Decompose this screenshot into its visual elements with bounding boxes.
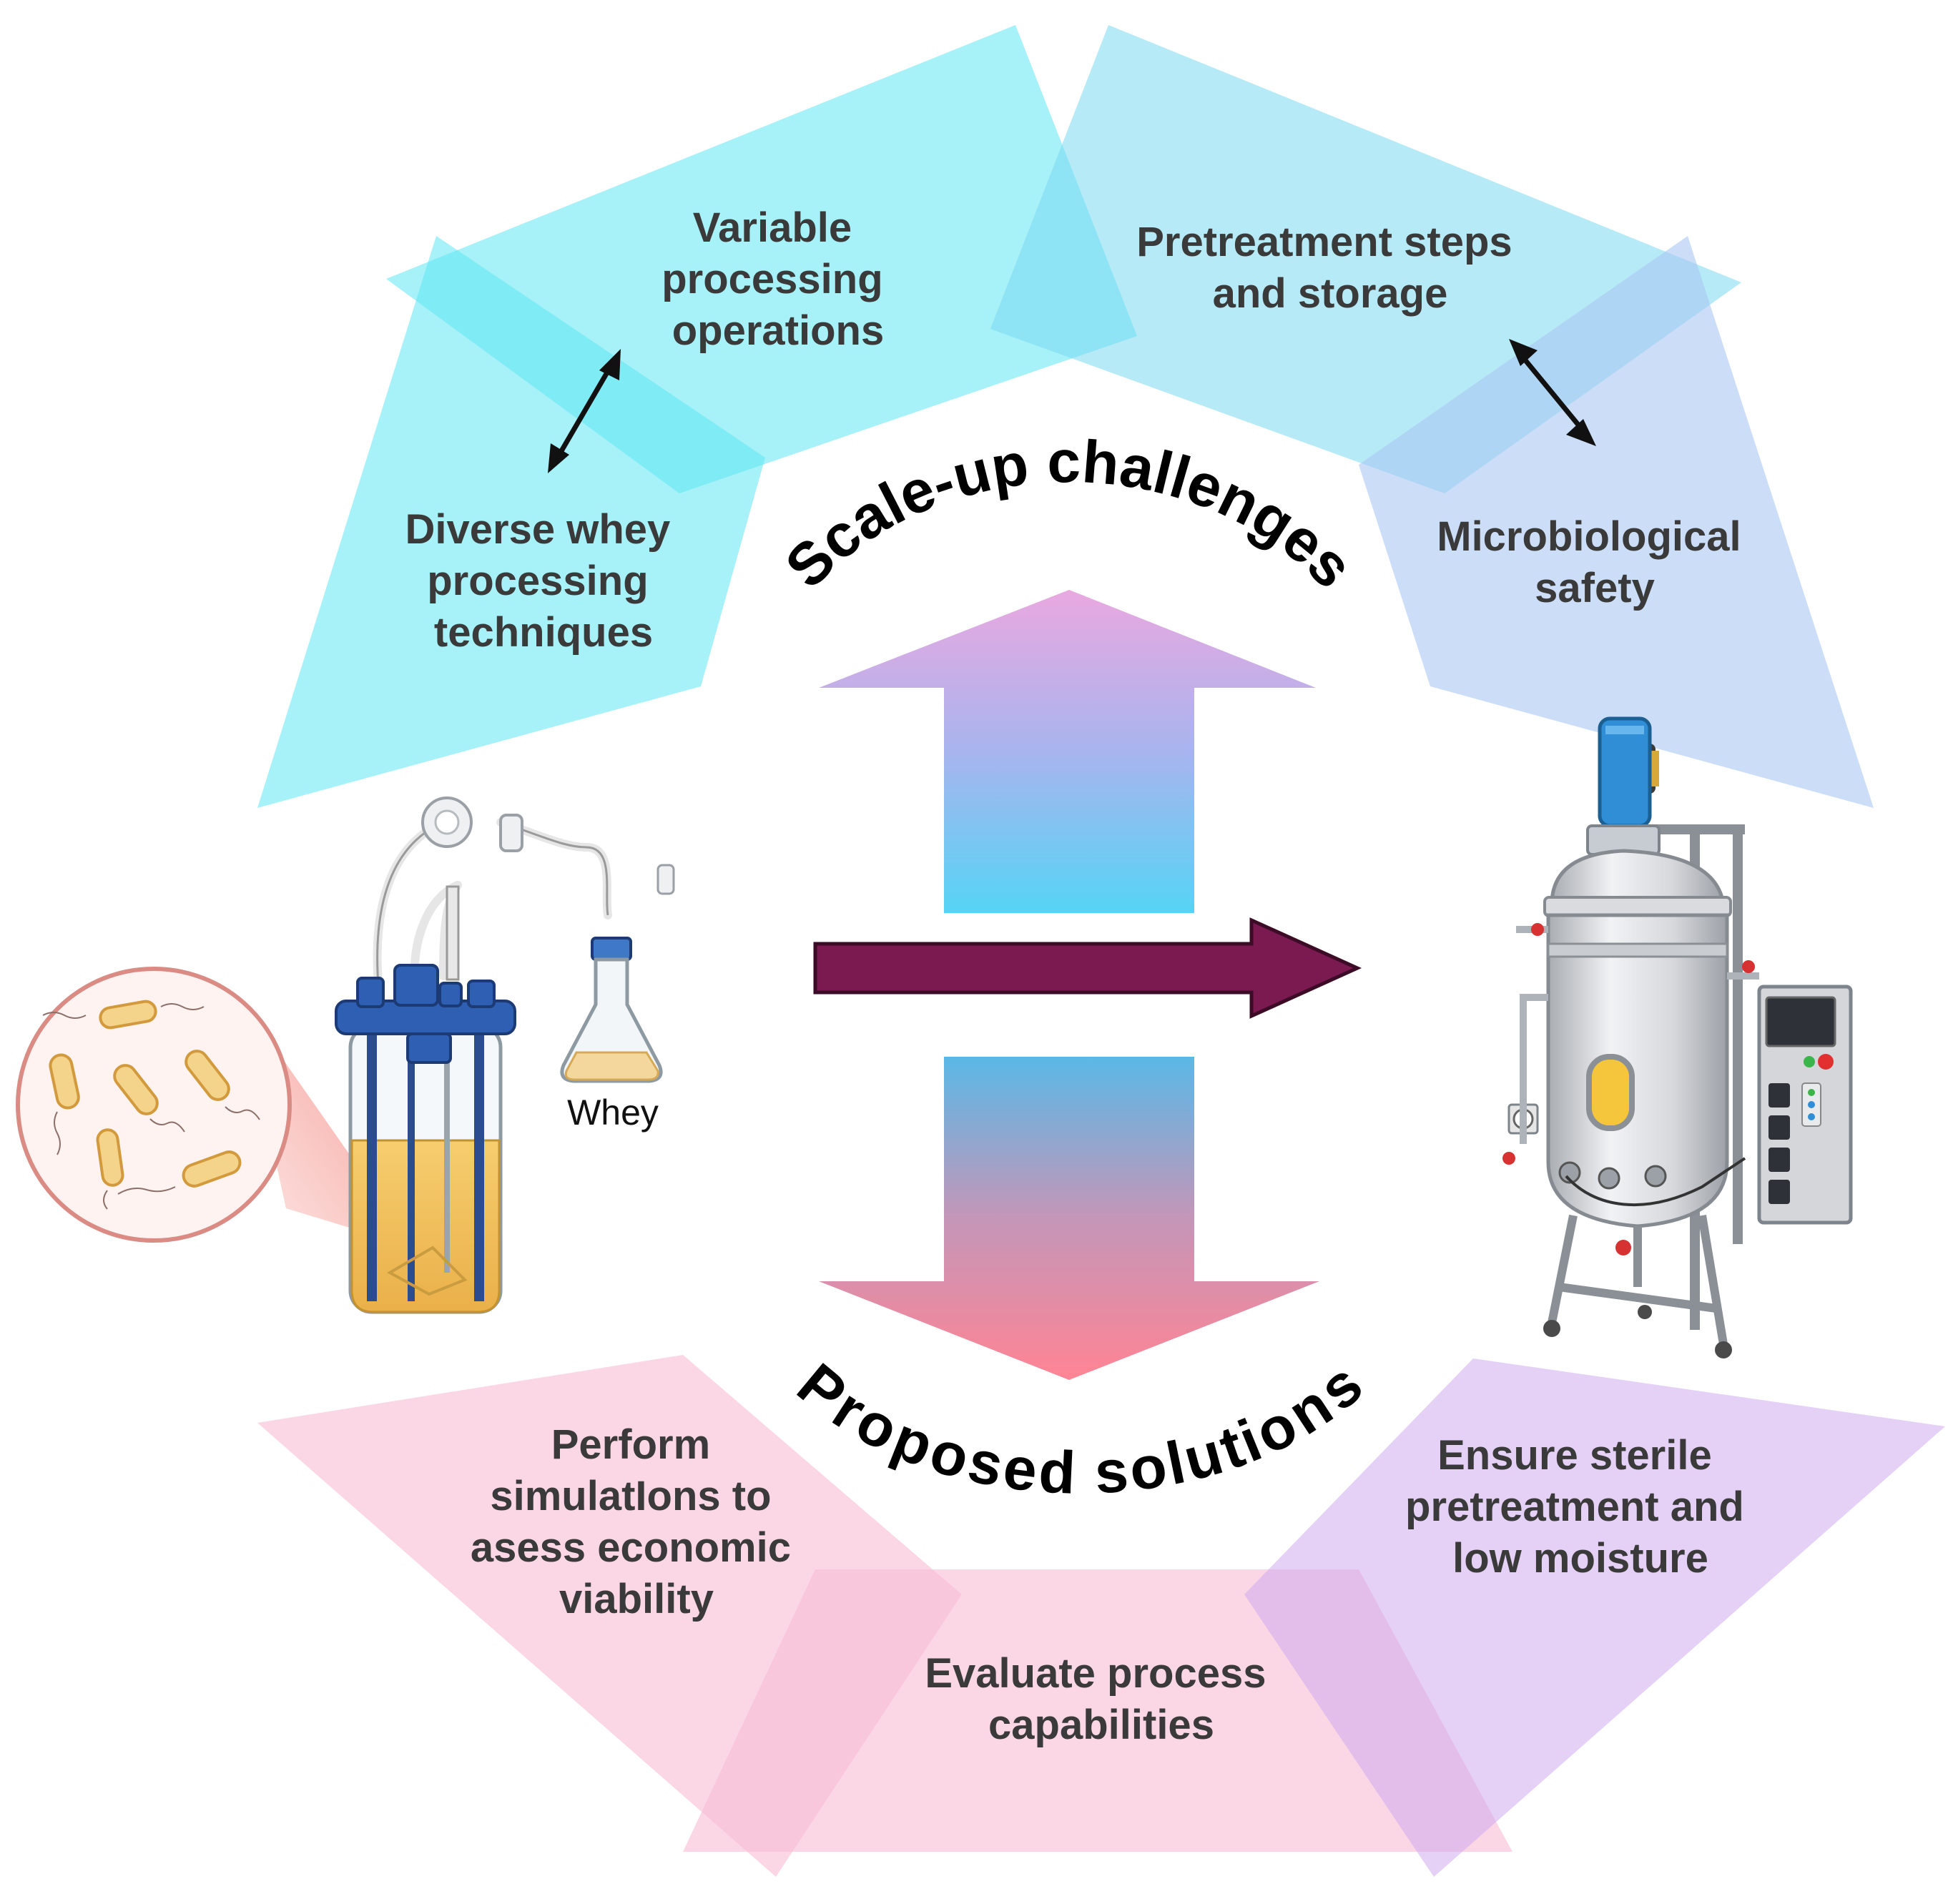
fermenter-legs: [1548, 1214, 1728, 1345]
label-evaluate: Evaluate process capabilities: [925, 1650, 1277, 1748]
panel-microbiological: [1359, 236, 1874, 808]
challenge-labels: Variable processing operations Pretreatm…: [405, 204, 1753, 656]
bacteria-cells-icon: [49, 1000, 242, 1188]
link-arrow-left: [548, 349, 621, 473]
challenges-title: Scale-up challenges: [772, 428, 1367, 601]
link-arrow-right: [1509, 339, 1596, 446]
motor-icon: [1586, 716, 1661, 856]
bioreactor-lid: [335, 885, 516, 1064]
solution-labels: Perform simulatIons to asess economic vi…: [471, 1421, 1756, 1748]
whey-flask-icon: Whey: [560, 937, 663, 1133]
control-screen-icon: [1765, 996, 1836, 1047]
label-pretreatment: Pretreatment steps and storage: [1136, 219, 1524, 317]
panel-ensure-sterile: [1244, 1358, 1945, 1877]
lab-bioreactor-illustration: Whey: [16, 796, 675, 1314]
filter-disc-icon: [499, 814, 523, 852]
challenge-panels: [257, 25, 1874, 808]
arrow-down-gradient: [819, 1057, 1319, 1380]
label-ensure-sterile: Ensure sterile pretreatment and low mois…: [1405, 1432, 1756, 1582]
control-cabinet: [1757, 985, 1853, 1225]
glass-vessel: [348, 1024, 503, 1314]
arrow-up-gradient: [819, 590, 1316, 913]
industrial-fermenter-illustration: [1502, 716, 1853, 1358]
flagella-lines: [42, 1003, 260, 1210]
vessel-top: [1550, 849, 1726, 907]
main-scale-arrow: [813, 917, 1362, 1019]
label-variable-processing: Variable processing operations: [661, 204, 895, 354]
valve-icons: [1502, 923, 1755, 1256]
label-simulations: Perform simulatIons to asess economic vi…: [471, 1421, 802, 1622]
whey-label: Whey: [567, 1092, 659, 1133]
vessel-body: [1546, 913, 1729, 1228]
label-diverse-whey: Diverse whey processing techniques: [405, 506, 682, 656]
bacteria-magnifier: [16, 967, 292, 1243]
wheel-icons: [1543, 1305, 1732, 1358]
label-microbiological: Microbiological safety: [1437, 513, 1753, 611]
sight-window: [1586, 1054, 1635, 1131]
solution-panels: [257, 1355, 1945, 1877]
bottom-ports: [1558, 1161, 1667, 1190]
panel-variable-processing: [386, 25, 1137, 493]
tubing-outline: [376, 821, 609, 995]
